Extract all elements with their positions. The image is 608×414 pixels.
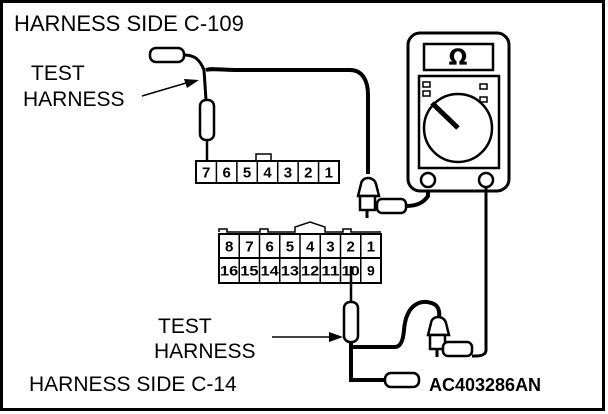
- c14-pin-9: 9: [367, 263, 375, 279]
- test-label-top: TEST: [31, 62, 85, 85]
- figure-code: AC403286AN: [429, 375, 541, 395]
- c14-pin-14: 14: [261, 263, 279, 279]
- c14-pin-12: 12: [301, 263, 319, 279]
- c109-pin-1: 1: [325, 164, 333, 181]
- ohmmeter-icon: Ω: [406, 31, 511, 193]
- pointer-arrow-bottom: [272, 332, 343, 342]
- c109-pin-7: 7: [202, 164, 210, 181]
- c14-pin-3: 3: [326, 238, 334, 255]
- ohm-symbol: Ω: [449, 46, 468, 71]
- c14-pin-4: 4: [306, 238, 315, 255]
- c14-pin-16: 16: [220, 263, 238, 279]
- c14-pin-11: 11: [321, 263, 339, 279]
- meter-lead-right: [472, 187, 488, 358]
- test-label-bottom: TEST: [158, 315, 212, 338]
- connector-c14-pins: 87654321161514131211109: [220, 234, 375, 283]
- c14-pin-7: 7: [245, 238, 253, 255]
- test-harness-bottom: [342, 266, 474, 389]
- c109-pin-3: 3: [284, 164, 292, 181]
- connector-c109: [195, 153, 340, 184]
- c109-pin-4: 4: [263, 164, 272, 181]
- c14-pin-13: 13: [281, 263, 299, 279]
- c109-pin-5: 5: [243, 164, 251, 181]
- c109-pin-2: 2: [304, 164, 312, 181]
- test-harness-top: [148, 46, 370, 174]
- c14-pin-15: 15: [240, 263, 258, 279]
- harness-label-bottom: HARNESS: [154, 340, 256, 363]
- c14-pin-1: 1: [367, 238, 375, 255]
- c14-pin-2: 2: [346, 238, 354, 255]
- probe-c109-side: [356, 176, 430, 218]
- title-bottom: HARNESS SIDE C-14: [29, 373, 237, 396]
- c109-pin-6: 6: [222, 164, 230, 181]
- pointer-arrow-top: [141, 79, 199, 97]
- c14-pin-5: 5: [286, 238, 294, 255]
- harness-label-top: HARNESS: [23, 88, 125, 111]
- title-top: HARNESS SIDE C-109: [14, 11, 244, 36]
- c14-pin-6: 6: [265, 238, 273, 255]
- c14-pin-8: 8: [225, 238, 233, 255]
